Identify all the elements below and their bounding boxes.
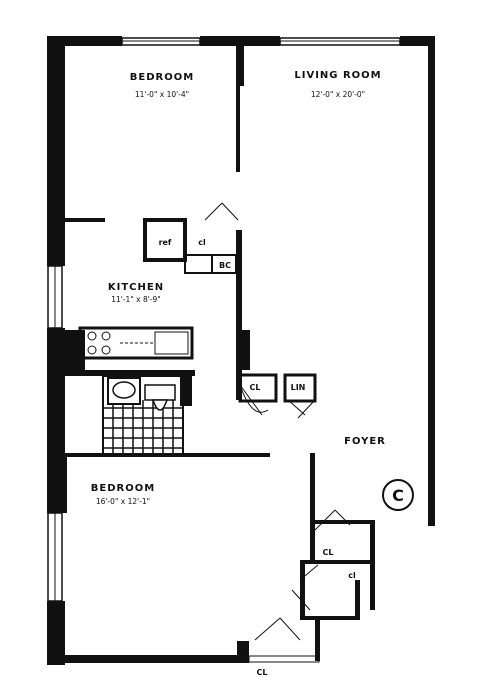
- ref-label: ref: [159, 238, 172, 247]
- kitchen-fixtures: [78, 218, 237, 360]
- unit-badge: [382, 479, 414, 511]
- door-swings: [204, 202, 351, 641]
- closets: [238, 373, 317, 403]
- bathroom: [102, 375, 184, 455]
- bottom-closet-label: CL: [257, 668, 268, 677]
- living-room-label: LIVING ROOM: [294, 70, 381, 81]
- walls: [47, 36, 435, 665]
- linen-label: LIN: [291, 383, 306, 392]
- kitchen-closet-label: cl: [198, 238, 206, 247]
- foyer-label: FOYER: [344, 436, 386, 447]
- hall-closet-label: CL: [250, 383, 261, 392]
- unit-letter: C: [392, 486, 404, 505]
- living-room-dims: 12'-0" x 20'-0": [311, 90, 365, 99]
- foyer-closet-label: CL: [323, 548, 334, 557]
- bedroom1-label: BEDROOM: [130, 72, 194, 83]
- kitchen-dims: 11'-1" x 8'-9": [111, 295, 161, 304]
- kitchen-label: KITCHEN: [108, 282, 164, 293]
- foyer-closet2-label: cl: [348, 571, 356, 580]
- bedroom2-dims: 16'-0" x 12'-1": [96, 497, 150, 506]
- bc-label: BC: [219, 261, 231, 270]
- bedroom1-dims: 11'-0" x 10'-4": [135, 90, 189, 99]
- bedroom2-label: BEDROOM: [91, 483, 155, 494]
